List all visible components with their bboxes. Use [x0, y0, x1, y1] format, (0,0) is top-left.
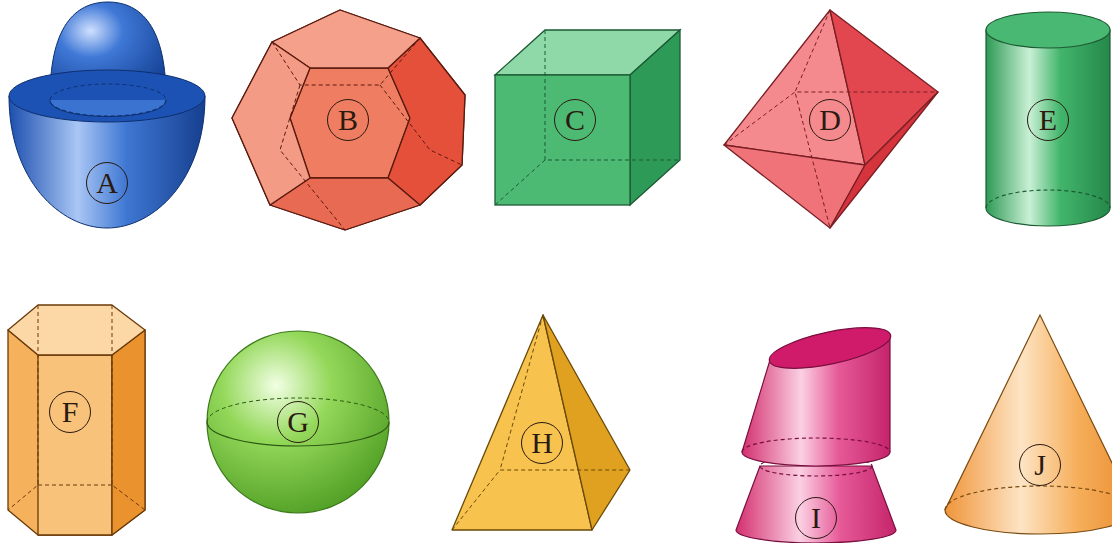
shape-letter: E: [1039, 105, 1057, 135]
shape-letter: A: [96, 168, 118, 198]
circled-letter: I: [795, 497, 837, 539]
shape-letter: G: [287, 407, 309, 437]
shape-letter: B: [338, 105, 358, 135]
shape-letter: F: [62, 397, 79, 427]
shape-letter: I: [811, 503, 821, 533]
shape-letter: H: [531, 428, 553, 458]
square-pyramid: [452, 315, 630, 530]
circled-letter: E: [1027, 99, 1069, 141]
hexagonal-prism: [8, 305, 145, 535]
circled-letter: B: [327, 99, 369, 141]
circled-letter: F: [49, 391, 91, 433]
circled-letter: D: [809, 99, 851, 141]
circled-letter: H: [521, 422, 563, 464]
shape-letter: J: [1034, 450, 1046, 480]
cone: [945, 315, 1112, 534]
cut-cone: [736, 319, 896, 543]
shape-letter: C: [565, 105, 585, 135]
circled-letter: G: [277, 401, 319, 443]
octahedron: [724, 10, 938, 228]
circled-letter: A: [86, 162, 128, 204]
shape-letter: D: [819, 105, 841, 135]
circled-letter: C: [554, 99, 596, 141]
sphere: [207, 331, 389, 513]
cylinder: [986, 12, 1110, 226]
cube: [495, 30, 680, 205]
egg-in-bowl: [9, 2, 205, 228]
rhombic-polyhedron: [232, 10, 465, 230]
circled-letter: J: [1019, 444, 1061, 486]
